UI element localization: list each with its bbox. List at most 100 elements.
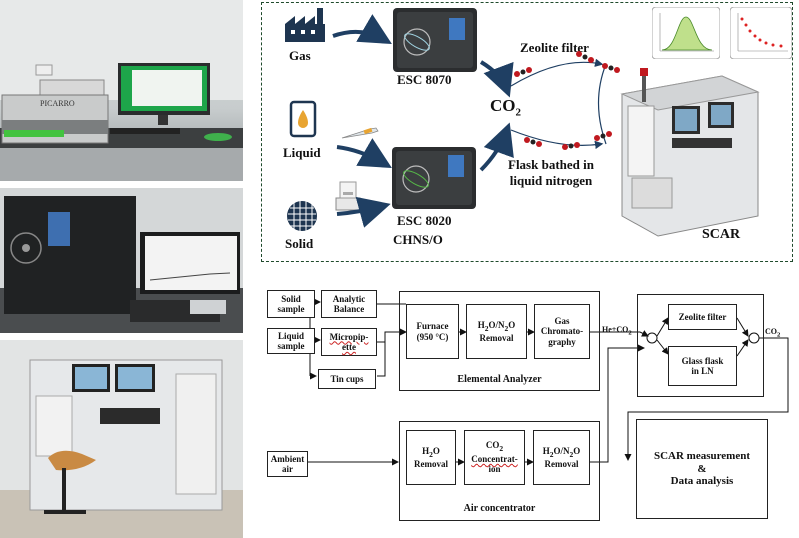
picarro-scene: PICARRO xyxy=(0,0,243,181)
co2-text: CO xyxy=(490,96,516,115)
glass-flask-line1: Glass flask xyxy=(681,355,724,366)
elemental-analyzer-group xyxy=(399,291,600,391)
furnace-line2: (950 °C) xyxy=(416,331,449,342)
peak-plot-thumbnail xyxy=(652,7,720,59)
h2o-removal-p1: 2 xyxy=(429,449,433,459)
h2o-n2o-removal-ea-p1: 2 xyxy=(484,323,489,333)
h2o-n2o-removal-ac-word: Removal xyxy=(544,459,579,470)
co2-concentration-p1: 2 xyxy=(499,444,504,454)
flask-label-line2: liquid nitrogen xyxy=(509,173,593,189)
co2-out-text: CO xyxy=(765,327,777,336)
flask-label-line1: Flask bathed in xyxy=(508,157,594,172)
arc-to-flask xyxy=(510,129,604,150)
co2-out-sub: 2 xyxy=(777,331,781,339)
h2o-n2o-removal-ac-p0: H xyxy=(542,445,550,456)
h2o-n2o-removal-ea-p4: O xyxy=(508,319,516,330)
co2-subscript: 2 xyxy=(515,106,522,119)
arrow-esc8070-to-co2 xyxy=(479,60,514,98)
arrow-liquid-to-esc8020 xyxy=(336,138,392,169)
arrow-solid-to-esc8020 xyxy=(336,196,391,228)
elemental-analyzer-label: Elemental Analyzer xyxy=(457,374,542,385)
co2-concentration-p0: CO xyxy=(485,440,500,451)
molecule-group xyxy=(514,51,620,150)
photo-elemental-analyzer xyxy=(0,188,243,333)
h2o-n2o-removal-ea-word: Removal xyxy=(479,333,514,344)
h2o-n2o-removal-ac-box: H2O/N2O Removal xyxy=(533,430,590,485)
instrument-esc8070-label: ESC 8070 xyxy=(397,72,452,87)
arc-join xyxy=(597,63,607,145)
sample-introduction-panel xyxy=(261,2,793,262)
micropipette-line1: Micropip- xyxy=(329,331,369,342)
scatter-plot-thumbnail xyxy=(730,7,792,59)
tin-cups-box: Tin cups xyxy=(318,369,376,389)
he-co2-label: He+CO2 xyxy=(602,325,632,337)
instrument-esc8020-label: ESC 8020 xyxy=(397,213,452,228)
photo-picarro-analyzer: PICARRO xyxy=(0,0,243,181)
scar-measurement-box: SCAR measurement&Data analysis xyxy=(636,419,768,519)
analytic-balance-line1: Analytic xyxy=(332,293,366,304)
h2o-removal-box: H2O Removal xyxy=(406,430,456,485)
co2-concentration-line3: ion xyxy=(488,464,501,475)
scar-scene xyxy=(0,340,243,538)
h2o-n2o-removal-ac-p2: O/N xyxy=(553,445,570,456)
solid-sample-line1: Solid xyxy=(281,293,301,304)
h2o-removal-word: Removal xyxy=(414,459,448,470)
furnace-line1: Furnace xyxy=(416,321,449,332)
arc-to-zeolite xyxy=(510,58,604,87)
h2o-n2o-removal-ea-p2: O/N xyxy=(488,319,505,330)
h2o-removal-p2: O xyxy=(432,445,440,456)
h2o-removal-p0: H xyxy=(422,445,430,456)
gas-chrom-line1: Gas xyxy=(554,315,570,326)
scar-measure-line3: Data analysis xyxy=(670,475,734,488)
zeolite-filter-label: Zeolite filter xyxy=(520,40,589,55)
co2-concentration-formula: CO2 xyxy=(471,440,518,453)
co2-out-label: CO2 xyxy=(765,327,780,339)
scar-trap-group xyxy=(637,294,764,397)
h2o-n2o-removal-ac-p4: O xyxy=(573,445,581,456)
arrow-gas-to-esc8070 xyxy=(332,14,392,45)
arrow-esc8020-to-co2 xyxy=(479,122,514,172)
h2o-n2o-removal-ea-formula: H2O/N2O xyxy=(478,320,516,333)
gas-chrom-line2: Chromato- xyxy=(540,326,584,337)
factory-icon xyxy=(285,8,325,42)
furnace-box: Furnace(950 °C) xyxy=(406,304,459,359)
liquid-sample-line1: Liquid xyxy=(277,330,305,341)
glass-flask-line2: in LN xyxy=(691,366,714,376)
ea-scene xyxy=(0,188,243,333)
h2o-n2o-removal-ac-formula: H2O/N2O xyxy=(543,446,581,459)
scar-machine xyxy=(620,68,760,237)
ambient-air-line2: air xyxy=(282,464,293,474)
liquid-barrel-icon xyxy=(289,100,317,138)
photo-scar-system xyxy=(0,340,243,538)
micropipette-box: Micropip-ette xyxy=(321,328,377,356)
co2-concentration-box: CO2 Concentrat- ion xyxy=(464,430,525,485)
scar-measure-line1: SCAR measurement xyxy=(653,450,751,463)
h2o-n2o-removal-ea-p3: 2 xyxy=(504,323,509,333)
h2o-n2o-removal-ac-p1: 2 xyxy=(549,449,554,459)
flask-label: Flask bathed in liquid nitrogen xyxy=(508,157,594,190)
h2o-n2o-removal-ea-p0: H xyxy=(477,319,485,330)
solid-grid-icon xyxy=(287,201,317,231)
source-gas: Gas xyxy=(289,48,311,63)
pipette-icon xyxy=(341,127,379,139)
co2-concentration-line2: Concentrat- xyxy=(471,453,518,464)
micropipette-line2: ette xyxy=(342,342,356,352)
scar-label: SCAR xyxy=(702,227,741,242)
he-co2-sub: 2 xyxy=(628,329,632,337)
air-concentrator-group xyxy=(399,421,600,521)
liquid-sample-line2: sample xyxy=(277,341,305,351)
instrument-chnso-label: CHNS/O xyxy=(393,232,443,247)
balance-icon xyxy=(335,181,361,211)
solid-sample-line2: sample xyxy=(277,304,305,314)
esc-8020-instrument xyxy=(392,147,476,209)
gas-chrom-line3: graphy xyxy=(548,336,576,347)
source-liquid: Liquid xyxy=(283,145,321,160)
top-panel-arrows xyxy=(332,14,620,228)
analytic-balance-line2: Balance xyxy=(333,304,365,314)
ambient-air-line1: Ambient xyxy=(270,453,305,464)
